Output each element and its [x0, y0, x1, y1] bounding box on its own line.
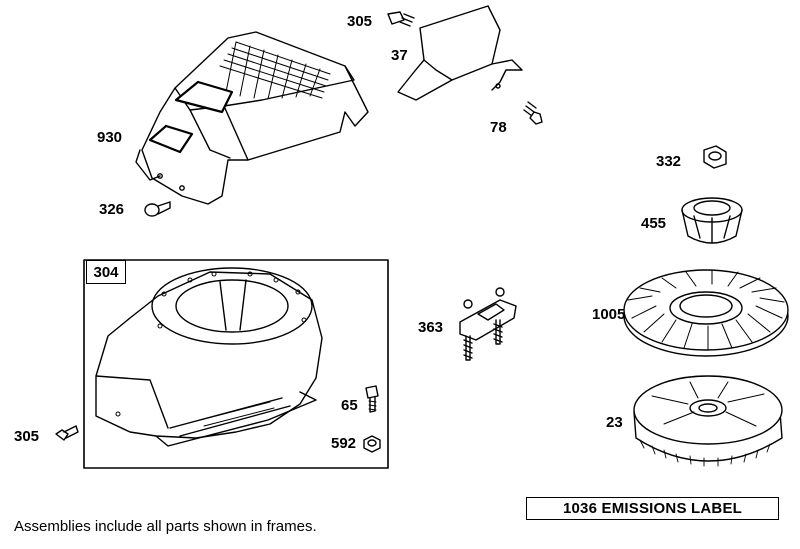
blower-housing-icon	[95, 267, 323, 447]
screw-305-top-icon	[387, 11, 415, 27]
label-326: 326	[99, 201, 125, 218]
label-23: 23	[606, 414, 623, 431]
screw-305-bottom-icon	[55, 425, 79, 441]
label-304: 304	[86, 260, 126, 284]
clutch-cup-455-icon	[681, 197, 743, 244]
emissions-label-box: 1036 EMISSIONS LABEL	[526, 497, 779, 520]
label-592: 592	[331, 435, 357, 452]
label-1005: 1005	[592, 306, 626, 323]
label-305-bottom: 305	[14, 428, 40, 445]
frame-304	[83, 259, 389, 469]
flywheel-23-icon	[633, 375, 783, 467]
nut-592-icon	[363, 435, 381, 453]
fan-1005-icon	[623, 269, 789, 357]
label-305-top: 305	[347, 13, 373, 30]
label-363: 363	[418, 319, 444, 336]
armature-bracket-363-icon	[459, 287, 517, 361]
screw-78-icon	[523, 101, 543, 125]
label-930: 930	[97, 129, 123, 146]
footer-note: Assemblies include all parts shown in fr…	[14, 518, 317, 535]
label-37: 37	[391, 47, 408, 64]
blower-housing-cover-icon	[135, 31, 369, 205]
air-guide-icon	[397, 5, 523, 101]
label-65: 65	[341, 397, 358, 414]
label-332: 332	[656, 153, 682, 170]
screw-326-icon	[144, 201, 171, 217]
label-78: 78	[490, 119, 507, 136]
bolt-65-icon	[365, 385, 379, 413]
nut-332-icon	[703, 145, 727, 169]
label-455: 455	[641, 215, 667, 232]
